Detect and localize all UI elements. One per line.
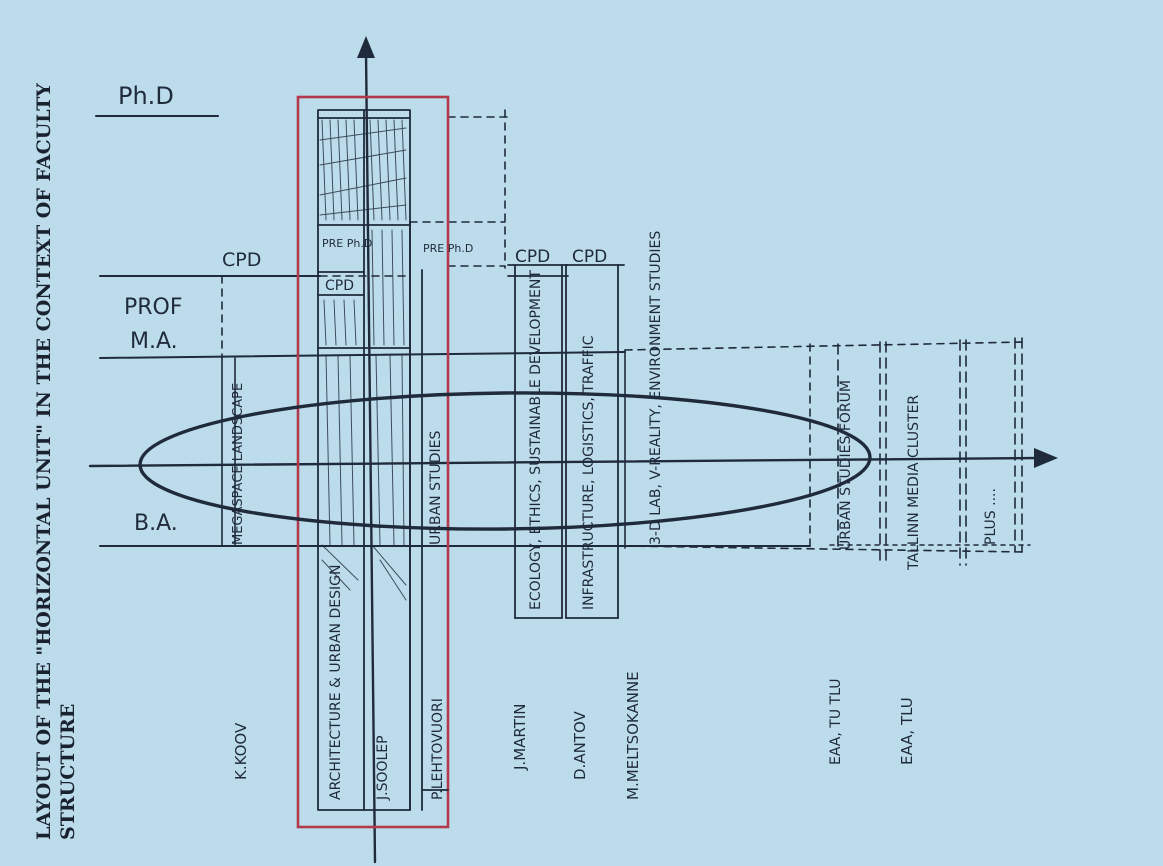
level-lines <box>95 115 811 547</box>
person-koov: K.KOOV <box>232 722 250 780</box>
vertical-axis <box>357 36 377 864</box>
program-landscape: MEGASPACE LANDSCAPE <box>231 383 246 545</box>
arrow-right-icon <box>1034 448 1058 468</box>
person-soolep: J.SOOLEP <box>375 735 391 801</box>
landscape-column <box>221 357 236 547</box>
level-phd: Ph.D <box>118 82 174 110</box>
ma-line <box>99 351 626 359</box>
level-ba: B.A. <box>134 511 178 536</box>
architecture-hatching <box>319 119 407 601</box>
title-line-1: LAYOUT OF THE "HORIZONTAL UNIT" IN THE C… <box>33 83 55 840</box>
arrow-up-icon <box>357 36 375 58</box>
right-columns <box>837 337 1023 566</box>
pre-phd-label-2: PRE Ph.D <box>423 242 473 255</box>
program-ecology: ECOLOGY, ETHICS, SUSTAINABLE DEVELOPMENT <box>528 270 544 610</box>
person-eaa-tlu: EAA, TLU <box>898 697 916 765</box>
ecology-column <box>507 264 569 619</box>
infrastructure-column <box>565 264 625 619</box>
program-lab3d: 3-D LAB, V-REALITY, ENVIRONMENT STUDIES <box>648 231 664 545</box>
cpd-eco-label: CPD <box>515 247 550 267</box>
person-martin: J.MARTIN <box>511 703 529 771</box>
architecture-column <box>317 109 449 811</box>
cpd-arch-label: CPD <box>325 278 354 294</box>
person-meltsokanne: M.MELTSOKANNE <box>624 671 642 800</box>
program-plus: PLUS .... <box>983 488 999 545</box>
horizontal-axis <box>88 448 1058 468</box>
person-lehtovuori: P.LEHTOVUORI <box>430 698 446 800</box>
level-prof: PROF <box>124 295 183 320</box>
title-line-2: STRUCTURE <box>57 704 79 840</box>
cpd-infra-label: CPD <box>572 247 607 267</box>
person-antov: D.ANTOV <box>571 710 589 780</box>
person-eaa-tu: EAA, TU TLU <box>828 679 844 765</box>
pre-phd-label-1: PRE Ph.D <box>322 237 372 250</box>
level-ma: M.A. <box>130 329 178 354</box>
program-infrastructure: INFRASTRUCTURE, LOGISTICS, TRAFFIC <box>581 335 597 610</box>
program-urban-studies: URBAN STUDIES <box>428 430 444 545</box>
architecture-highlight-box <box>296 95 450 829</box>
program-tallinn-media: TALLINN MEDIA CLUSTER <box>906 395 922 571</box>
level-cpd: CPD <box>222 249 261 271</box>
horizontal-unit-ellipse <box>138 391 872 531</box>
program-architecture: ARCHITECTURE & URBAN DESIGN <box>328 565 344 800</box>
dashed-lines <box>221 109 1031 553</box>
program-urban-forum: URBAN STUDIES FORUM <box>838 380 854 550</box>
